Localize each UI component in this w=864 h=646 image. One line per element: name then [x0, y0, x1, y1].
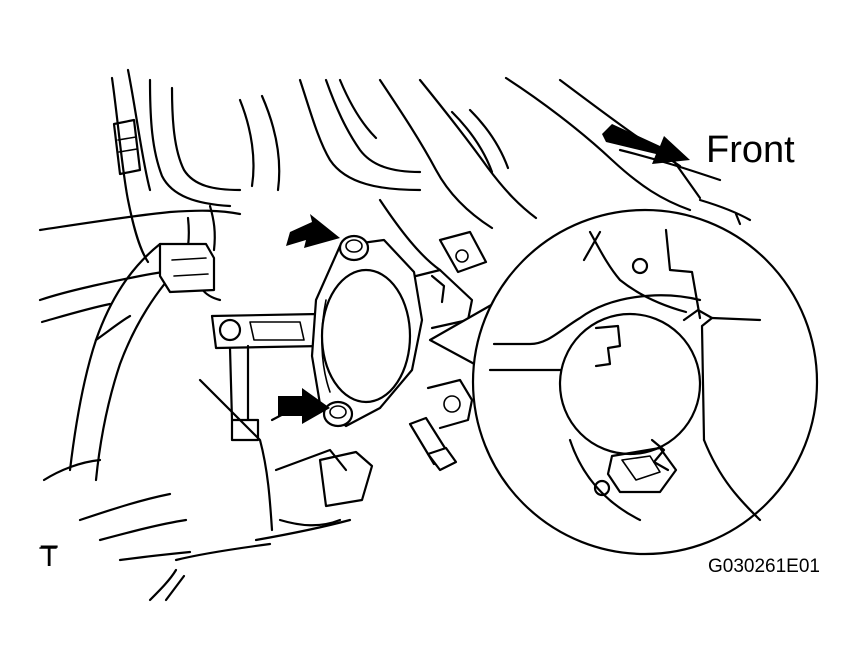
magnified-detail-view [428, 208, 819, 556]
figure-id-label: G030261E01 [708, 556, 820, 577]
view-code-label: T [40, 540, 59, 573]
upper-bolt [338, 234, 370, 262]
upper-bolt-arrow [286, 214, 340, 248]
lower-bolt [322, 400, 354, 428]
front-direction-arrow [602, 124, 690, 164]
front-direction-label: Front [706, 129, 795, 171]
flange-cover [310, 238, 424, 428]
lower-bolt-arrow [278, 388, 330, 424]
